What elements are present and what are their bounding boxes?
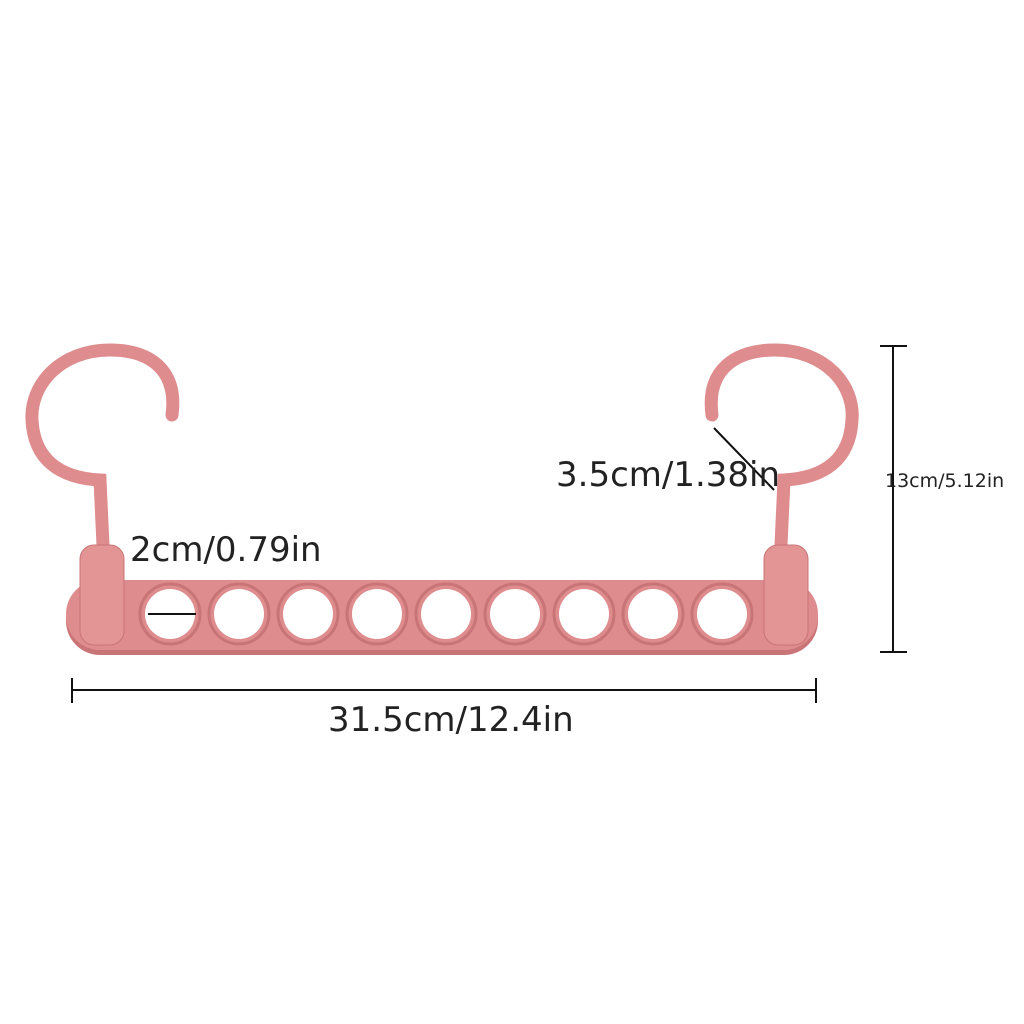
- left-clip: [79, 544, 125, 646]
- hanger-hole: [628, 589, 678, 639]
- left-hook: [25, 343, 180, 552]
- hook-diameter-label: 3.5cm/1.38in: [556, 455, 781, 495]
- hole-diameter-label: 2cm/0.79in: [130, 530, 322, 570]
- hanger-hole: [214, 589, 264, 639]
- hanger-holes: [138, 582, 754, 646]
- hole-ring: [483, 582, 547, 646]
- width-label: 31.5cm/12.4in: [328, 700, 574, 740]
- hanger-hole: [697, 589, 747, 639]
- hole-ring: [276, 582, 340, 646]
- hole-ring: [414, 582, 478, 646]
- hanger-hole: [352, 589, 402, 639]
- hole-ring: [690, 582, 754, 646]
- hole-ring: [621, 582, 685, 646]
- hanger-hole: [559, 589, 609, 639]
- right-hook: [704, 343, 859, 552]
- height-label: 13cm/5.12in: [885, 470, 1005, 492]
- hanger-hole: [283, 589, 333, 639]
- dimension-lines: [71, 345, 907, 703]
- hanger-hole: [490, 589, 540, 639]
- right-clip: [763, 544, 809, 646]
- hole-ring: [207, 582, 271, 646]
- hole-ring: [552, 582, 616, 646]
- hole-ring: [345, 582, 409, 646]
- hole-ring: [138, 582, 202, 646]
- hanger-hole: [421, 589, 471, 639]
